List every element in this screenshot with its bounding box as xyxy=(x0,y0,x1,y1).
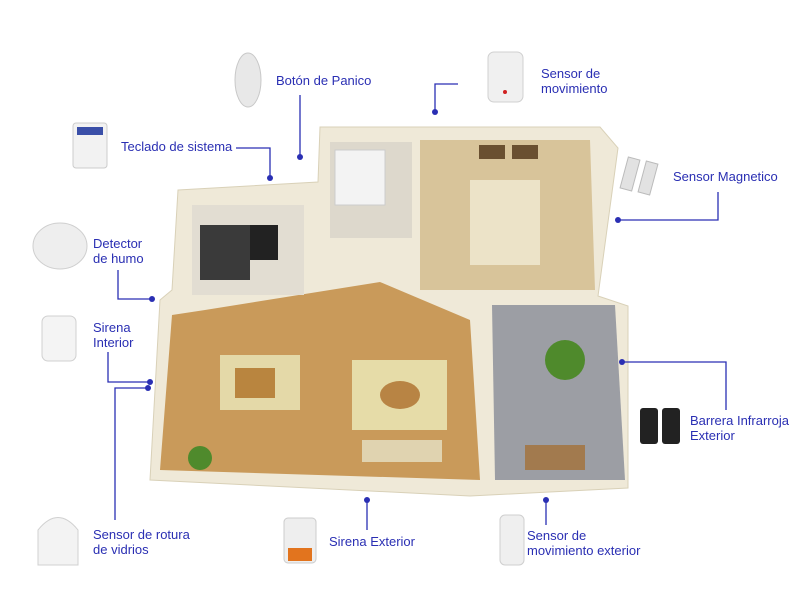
label-text: de humo xyxy=(93,251,144,266)
magnetic-sensor-icon xyxy=(637,160,659,196)
label-text: Exterior xyxy=(690,428,735,443)
glass-break-sensor-icon xyxy=(37,517,79,566)
panic-button-icon xyxy=(234,52,262,108)
label-text: Sirena xyxy=(93,320,131,335)
marker-dot xyxy=(267,175,273,181)
keypad-screen-icon xyxy=(77,127,103,135)
ir-barrier-icon xyxy=(640,408,658,444)
label-magnetic-sensor: Sensor Magnetico xyxy=(673,169,778,184)
label-text: Interior xyxy=(93,335,134,350)
label-text: Botón de Panico xyxy=(276,73,372,88)
dining-table xyxy=(235,368,275,398)
label-text: Barrera Infrarroja xyxy=(690,413,789,428)
label-text: Teclado de sistema xyxy=(121,139,233,154)
outdoor-siren-light-icon xyxy=(288,548,312,561)
leader-line xyxy=(236,147,271,178)
label-text: Sensor de rotura xyxy=(93,527,190,542)
label-panic-button: Botón de Panico xyxy=(276,73,371,88)
kitchen-counter xyxy=(200,225,250,280)
marker-dot xyxy=(147,379,153,385)
indoor-siren-icon xyxy=(41,315,77,362)
living-room-floor xyxy=(160,282,480,480)
label-text: movimiento exterior xyxy=(527,543,641,558)
sofa xyxy=(362,440,442,462)
label-keypad: Teclado de sistema xyxy=(121,139,232,154)
magnetic-sensor-icon xyxy=(619,156,641,192)
marker-dot xyxy=(149,296,155,302)
coffee-table xyxy=(380,381,420,409)
label-text: Sensor Magnetico xyxy=(673,169,778,184)
label-text: Sensor de xyxy=(541,66,601,81)
marker-dot xyxy=(432,109,438,115)
label-text: Detector xyxy=(93,236,143,251)
motion-sensor-icon xyxy=(487,51,524,103)
marker-dot xyxy=(543,497,549,503)
label-text: movimiento xyxy=(541,81,608,96)
smoke-detector-icon xyxy=(32,222,88,270)
marker-dot xyxy=(297,154,303,160)
leader-line xyxy=(622,361,727,410)
label-text: Sensor de xyxy=(527,528,587,543)
leader-line xyxy=(618,192,719,221)
picture-frame xyxy=(479,145,505,159)
outdoor-motion-sensor-icon xyxy=(499,514,525,566)
led-icon xyxy=(503,90,507,94)
fridge xyxy=(250,225,278,260)
label-text: Sirena Exterior xyxy=(329,534,415,549)
patio-bench xyxy=(525,445,585,470)
marker-dot xyxy=(364,497,370,503)
picture-frame xyxy=(512,145,538,159)
patio-floor xyxy=(492,305,625,480)
bed xyxy=(470,180,540,265)
bathtub xyxy=(334,149,386,206)
plant xyxy=(188,446,212,470)
leader-line xyxy=(107,352,150,383)
label-text: de vidrios xyxy=(93,542,149,557)
leader-line xyxy=(117,270,152,300)
plant xyxy=(545,340,585,380)
leader-line xyxy=(434,83,458,112)
label-outdoor-siren: Sirena Exterior xyxy=(329,534,415,549)
marker-dot xyxy=(619,359,625,365)
marker-dot xyxy=(145,385,151,391)
leader-line xyxy=(114,387,148,520)
ir-barrier-icon xyxy=(662,408,680,444)
marker-dot xyxy=(615,217,621,223)
